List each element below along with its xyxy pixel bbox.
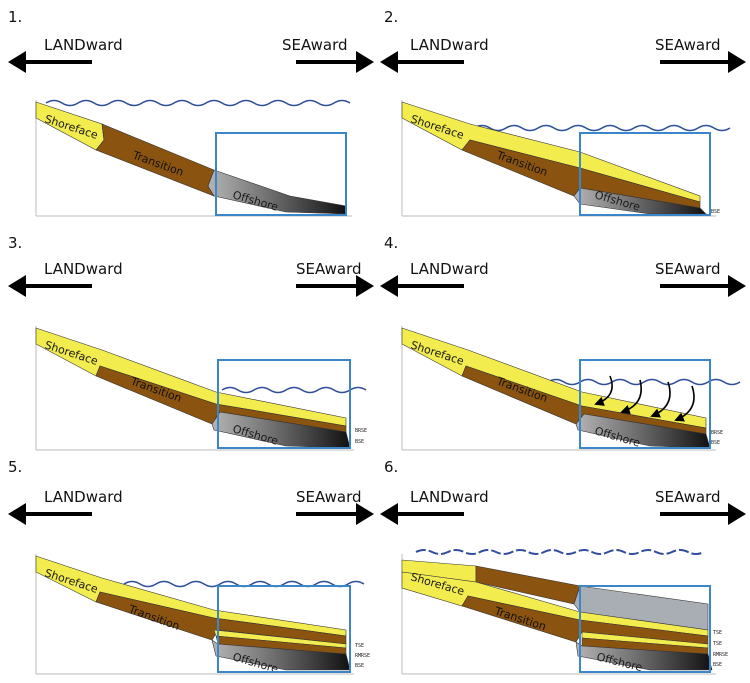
surface-label: BSE: [355, 439, 364, 445]
landward-label: LANDward: [410, 260, 489, 278]
panel-3: 3. LANDward SEAward Shoreface Transition…: [8, 234, 374, 451]
surface-label: RMRSE: [713, 652, 728, 658]
landward-label: LANDward: [44, 260, 123, 278]
sea-surface-wave: [221, 386, 367, 394]
offshore-layer: [575, 641, 713, 671]
surface-label: BSE: [355, 663, 364, 669]
landward-arrow: [8, 51, 92, 73]
landward-label: LANDward: [44, 488, 123, 506]
surface-label: BSE: [713, 662, 722, 668]
focus-box: [215, 132, 347, 216]
surface-label: TSE: [713, 630, 722, 636]
surface-label: BRSE: [355, 428, 367, 434]
seaward-arrow: [660, 503, 746, 525]
landward-label: LANDward: [44, 36, 123, 54]
landward-arrow: [8, 503, 92, 525]
landward-arrow: [380, 275, 464, 297]
focus-box: [579, 359, 711, 449]
landward-label: LANDward: [410, 36, 489, 54]
surface-label: BSE: [711, 209, 720, 215]
panel-number: 6.: [384, 458, 398, 476]
surface-label: TSE: [355, 643, 364, 649]
seaward-label: SEAward: [296, 488, 362, 506]
seaward-label: SEAward: [655, 260, 721, 278]
panel-5: 5. LANDward SEAward Shoreface Transition…: [8, 458, 374, 676]
sea-surface-wave: [473, 124, 731, 132]
seaward-arrow: [296, 503, 374, 525]
seaward-arrow: [660, 275, 746, 297]
sea-surface-wave: [547, 378, 741, 386]
landward-arrow: [380, 503, 464, 525]
seaward-label: SEAward: [282, 36, 348, 54]
curved-arrow: [594, 375, 613, 406]
panel-4: 4. LANDward SEAward Shoreface Transition…: [380, 234, 746, 451]
landward-label: LANDward: [410, 488, 489, 506]
focus-box: [217, 359, 351, 449]
sea-surface-wave: [415, 549, 705, 555]
panel-number: 5.: [8, 458, 22, 476]
offshore-layer: [211, 639, 351, 671]
curved-arrow: [620, 379, 642, 415]
seaward-arrow: [660, 51, 746, 73]
shoreface-layer: [401, 101, 701, 203]
panel-2: 2. LANDward SEAward Shoreface Transition…: [380, 8, 746, 217]
panel-number: 2.: [384, 8, 398, 26]
seaward-arrow: [296, 275, 374, 297]
focus-box: [579, 132, 711, 216]
curved-arrow: [650, 381, 671, 418]
offshore-layer: [207, 169, 347, 215]
offshore-layer: [575, 413, 711, 449]
landward-arrow: [8, 275, 92, 297]
landward-arrow: [380, 51, 464, 73]
sea-surface-wave: [45, 99, 351, 107]
seaward-label: SEAward: [655, 36, 721, 54]
offshore-layer: [211, 411, 351, 449]
surface-label: TSE: [713, 641, 722, 647]
panel-number: 1.: [8, 8, 22, 26]
surface-label: BRSE: [711, 430, 723, 436]
panel-number: 4.: [384, 234, 398, 252]
surface-label: BSE: [711, 440, 720, 446]
curved-arrow: [674, 385, 695, 422]
surface-label: RMRSE: [355, 653, 370, 659]
focus-box: [217, 585, 351, 673]
panel-1: 1. LANDward SEAward Shoreface Transition…: [8, 8, 374, 217]
seaward-label: SEAward: [296, 260, 362, 278]
panel-number: 3.: [8, 234, 22, 252]
seaward-label: SEAward: [655, 488, 721, 506]
focus-box: [579, 585, 711, 673]
panel-6: 6. LANDward SEAward Shoreface Transition…: [380, 458, 746, 675]
seaward-arrow: [296, 51, 374, 73]
